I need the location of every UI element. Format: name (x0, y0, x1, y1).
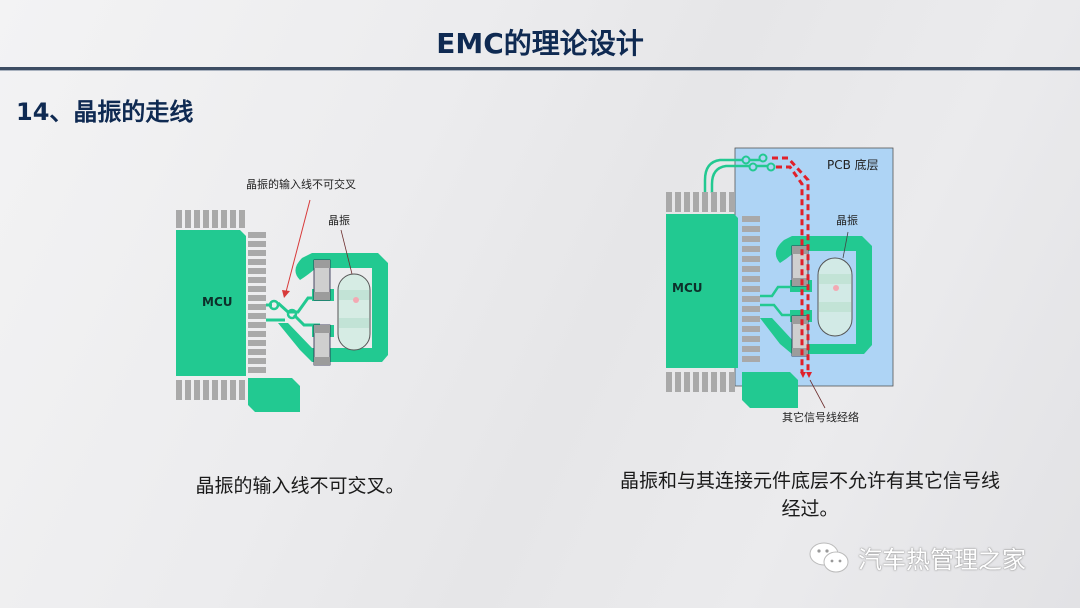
annotation-leader-line (809, 379, 826, 409)
ground-ring (278, 253, 388, 362)
mcu-right-pins (248, 232, 266, 373)
via-1 (268, 299, 280, 311)
via-top-4 (766, 162, 776, 172)
mcu-label: MCU (202, 295, 233, 309)
mcu-label: MCU (672, 281, 703, 295)
via-top-2 (758, 153, 768, 163)
mcu-bottom-pins (666, 372, 735, 392)
mcu-top-pins (176, 210, 245, 228)
crystal-label: 晶振 (328, 213, 350, 227)
left-caption: 晶振的输入线不可交叉。 (195, 475, 405, 497)
mcu-body (666, 214, 738, 368)
crystal-label: 晶振 (836, 213, 858, 227)
slide-title: EMC的理论设计 (436, 27, 644, 60)
via-top-3 (748, 162, 758, 172)
watermark: 汽车热管理之家 (808, 540, 1026, 575)
section-heading: 14、晶振的走线 (16, 98, 194, 126)
mcu-body (176, 230, 246, 376)
via-2 (286, 308, 298, 320)
title-divider (0, 67, 1080, 70)
crystal-traces (760, 285, 792, 317)
right-caption: 晶振和与其连接元件底层不允许有其它信号线 经过。 (560, 467, 1060, 523)
other-signal-lines (772, 156, 810, 372)
ground-pad (248, 378, 300, 412)
ground-ring (760, 236, 872, 354)
load-capacitor-bottom (313, 324, 331, 366)
left-crystal-routing-diagram: MCU 晶振 晶振的输入线不可交叉 (176, 177, 388, 412)
mcu-top-pins (666, 192, 735, 212)
watermark-text: 汽车热管理之家 (858, 546, 1026, 574)
right-caption-line-2: 经过。 (781, 498, 839, 520)
title-divider-highlight (0, 70, 1080, 71)
right-bottom-layer-diagram: PCB 底层 MCU (666, 147, 894, 424)
crystal-oscillator (817, 257, 853, 337)
annotation-arrow (285, 199, 311, 293)
crossing-annotation: 晶振的输入线不可交叉 (246, 177, 356, 191)
ground-pad (742, 372, 798, 408)
pcb-layer-label: PCB 底层 (827, 157, 879, 172)
crystal-leader-line (842, 231, 849, 259)
load-capacitor-top (313, 259, 331, 301)
load-capacitor-bottom (791, 315, 809, 357)
arrow-head-icon (282, 290, 290, 298)
crystal-oscillator (337, 273, 371, 351)
arrow-head-icon (800, 372, 806, 378)
via-top-1 (741, 155, 751, 165)
right-caption-line-1: 晶振和与其连接元件底层不允许有其它信号线 (619, 470, 1000, 492)
load-capacitor-top (791, 245, 809, 287)
mcu-bottom-pins (176, 380, 245, 400)
wechat-icon (809, 542, 849, 572)
arrow-head-icon (806, 372, 812, 378)
crystal-leader-line (340, 229, 353, 275)
signal-annotation: 其它信号线经络 (782, 410, 859, 424)
mcu-right-pins (742, 216, 760, 362)
